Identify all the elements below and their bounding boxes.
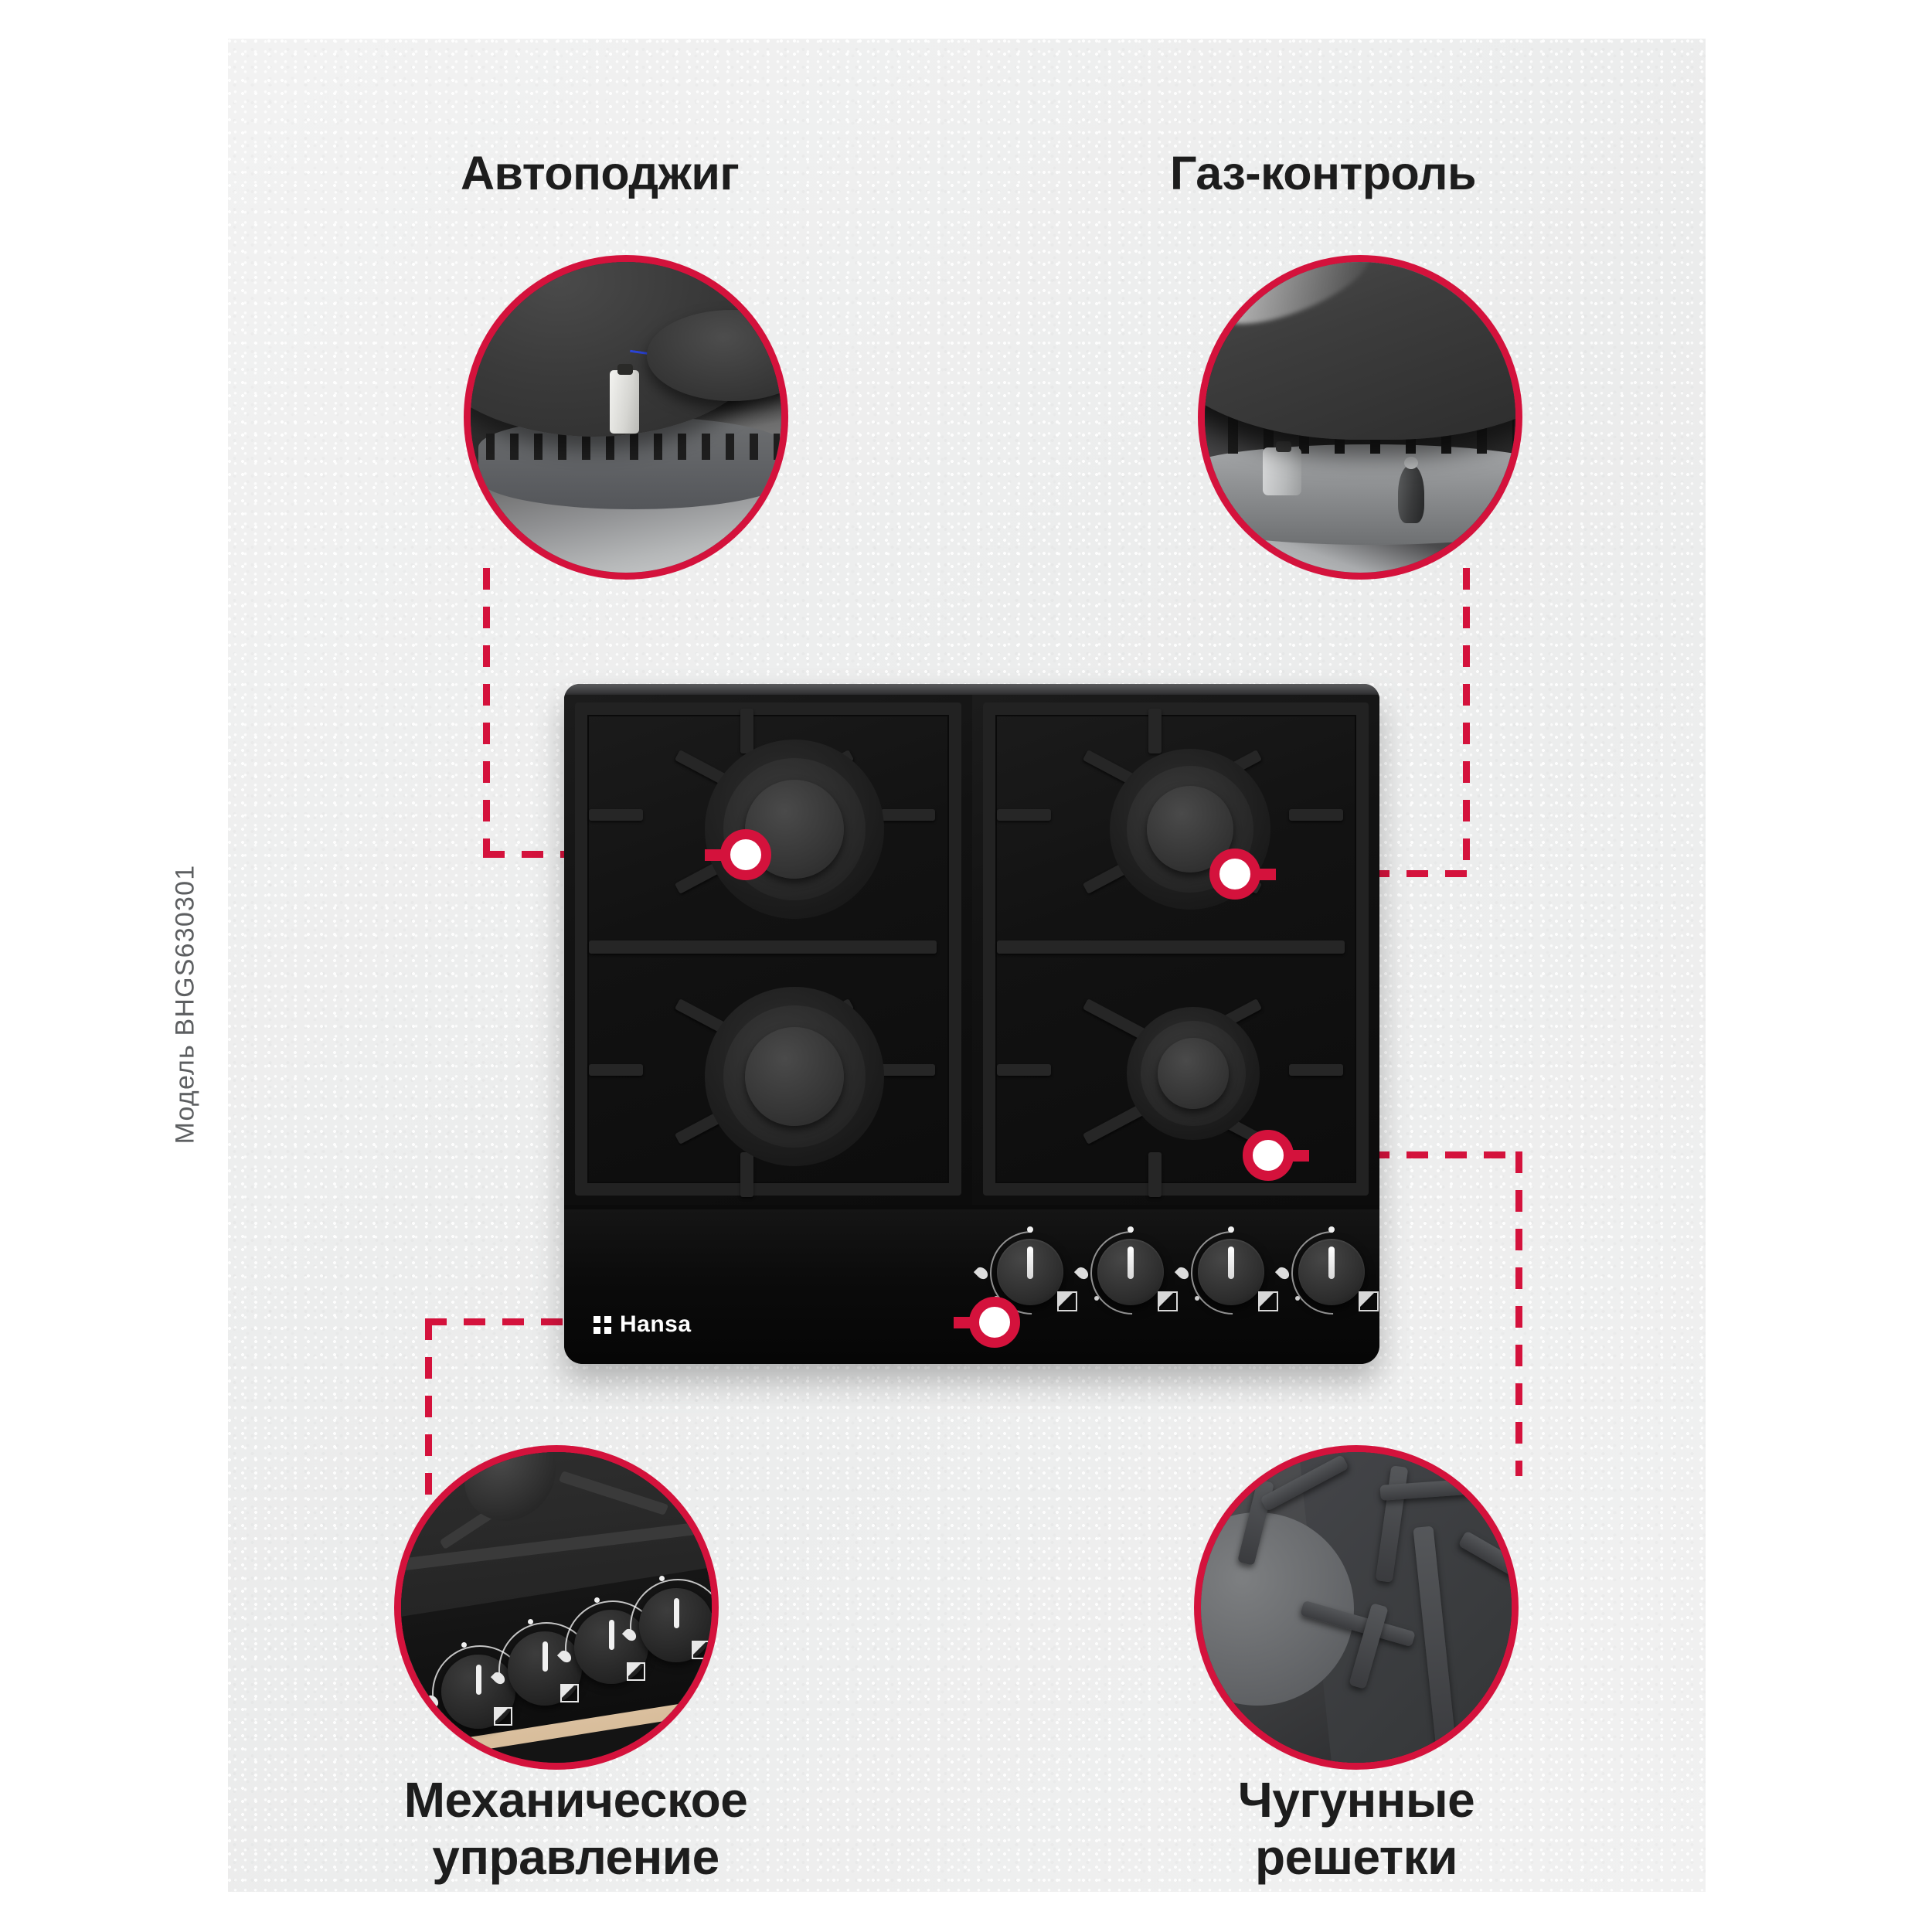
- marker-tab-left: [705, 849, 725, 861]
- control-knob-2[interactable]: [1097, 1239, 1164, 1305]
- knob-pointer-4: [1328, 1247, 1335, 1279]
- callout-label-gas-control: Газ-контроль: [1170, 147, 1477, 199]
- callout-marker-mechanical-control[interactable]: [954, 1297, 1020, 1348]
- knob-min-tick-3: [1195, 1296, 1199, 1301]
- connector-grates-horizontal: [1291, 1151, 1522, 1158]
- brand-logo: Hansa: [594, 1311, 692, 1338]
- knob-pointer-2: [1128, 1247, 1134, 1279]
- detail-photo-cast-iron-grates: [1194, 1445, 1519, 1770]
- knob-max-marker-2: [1158, 1291, 1178, 1311]
- knob-off-dot-1: [1027, 1226, 1033, 1233]
- knob-pointer-3: [1228, 1247, 1234, 1279]
- cooktop-top-edge: [564, 684, 1379, 698]
- flame-icon-4: [1274, 1264, 1292, 1282]
- callout-label-ignition: Автоподжиг: [461, 147, 740, 199]
- callout-marker-cast-iron-grates[interactable]: [1243, 1130, 1309, 1181]
- burner-front-left: [705, 987, 884, 1166]
- knob-min-tick-4: [1295, 1296, 1300, 1301]
- callout-label-cast-iron-grates: Чугунные решетки: [1237, 1772, 1475, 1886]
- flame-icon-3: [1174, 1264, 1192, 1282]
- marker-tab-right: [1289, 1149, 1309, 1162]
- knob-min-tick-2: [1094, 1296, 1099, 1301]
- marker-tab-right: [1256, 868, 1276, 880]
- knob-max-marker-4: [1359, 1291, 1379, 1311]
- detail-photo-mechanical-control: [394, 1445, 719, 1770]
- connector-gas-vertical: [1463, 568, 1470, 877]
- knob-off-dot-3: [1228, 1226, 1234, 1233]
- knob-off-dot-4: [1328, 1226, 1335, 1233]
- control-knob-3[interactable]: [1198, 1239, 1264, 1305]
- knob-max-marker-1: [1057, 1291, 1077, 1311]
- connector-grates-vertical: [1515, 1151, 1522, 1476]
- connector-ignition-vertical: [483, 568, 490, 858]
- hansa-dots-icon: [594, 1315, 611, 1334]
- detail-photo-ignition: [464, 255, 788, 580]
- callout-label-mechanical-control: Механическое управление: [403, 1772, 748, 1886]
- connector-mech-vertical: [425, 1318, 432, 1496]
- callout-marker-gas-control[interactable]: [1209, 849, 1276, 900]
- burner-front-right: [1127, 1007, 1260, 1140]
- knob-pointer-1: [1027, 1247, 1033, 1279]
- brand-name: Hansa: [620, 1311, 692, 1337]
- control-knob-1[interactable]: [997, 1239, 1063, 1305]
- flame-icon-1: [973, 1264, 991, 1282]
- control-knob-4[interactable]: [1298, 1239, 1365, 1305]
- callout-marker-ignition[interactable]: [705, 829, 771, 880]
- cooktop-grates-zone: [564, 695, 1379, 1205]
- control-panel: Hansa: [564, 1209, 1379, 1364]
- detail-photo-gas-control: [1198, 255, 1522, 580]
- flame-icon-2: [1073, 1264, 1091, 1282]
- cooktop-product-image: Hansa: [564, 684, 1379, 1364]
- knob-scale-arc-4: [1274, 1213, 1379, 1332]
- burner-rear-left: [705, 740, 884, 919]
- knob-off-dot-2: [1128, 1226, 1134, 1233]
- knob-max-marker-3: [1258, 1291, 1278, 1311]
- marker-tab-left: [954, 1316, 974, 1328]
- model-label: Модель BHGS630301: [170, 864, 200, 1145]
